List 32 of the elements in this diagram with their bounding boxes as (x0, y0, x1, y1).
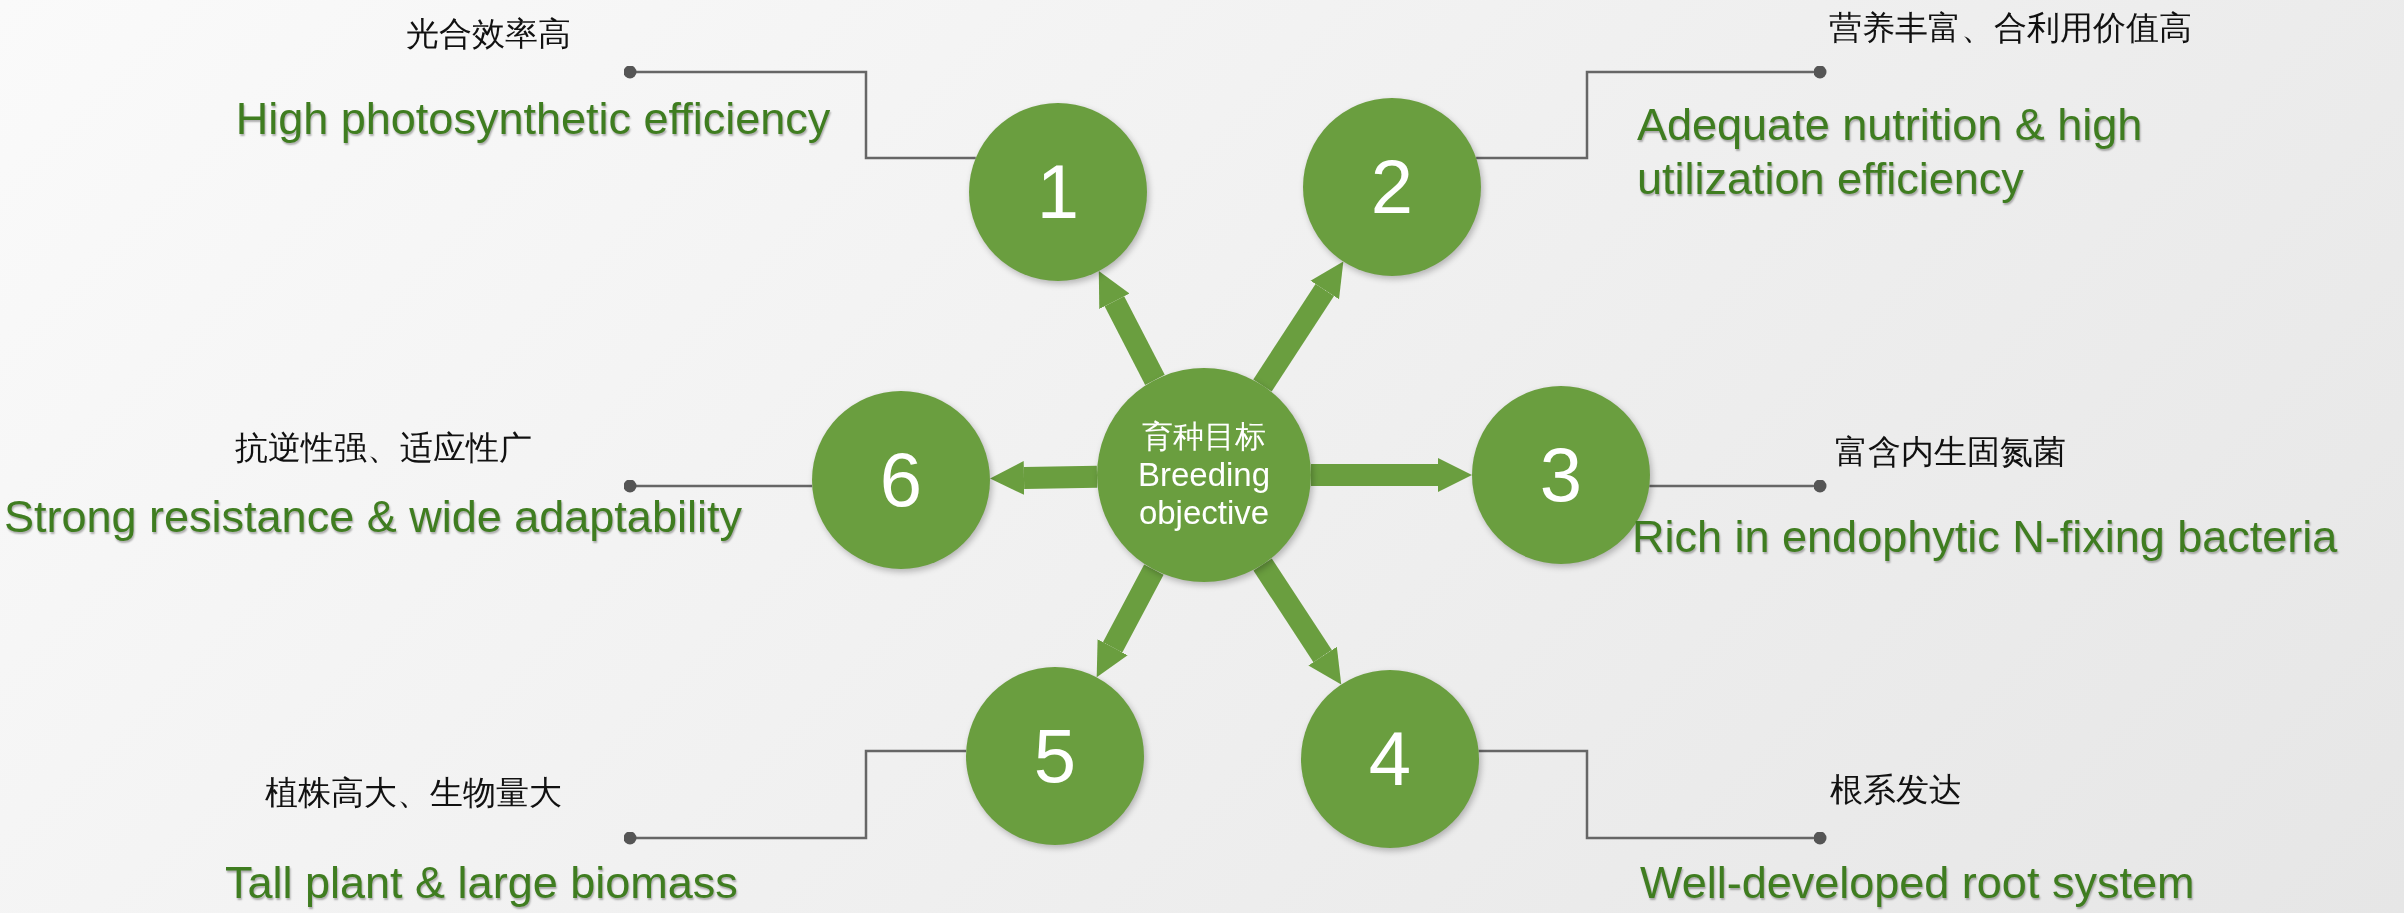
number-label: 2 (1370, 149, 1414, 225)
english-label: Adequate nutrition & high utilization efficiency (1637, 98, 2144, 206)
chinese-title: 育种目标 (1142, 418, 1266, 456)
number-label: 1 (1036, 154, 1080, 230)
english-label: Well-developed root system (1640, 856, 2196, 910)
block-arrow (1096, 564, 1164, 678)
chinese-label: 根系发达 (1830, 770, 1963, 810)
number-label: 5 (1033, 718, 1077, 794)
block-arrow (990, 460, 1098, 495)
chinese-label: 抗逆性强、适应性广 (235, 428, 533, 468)
chinese-label: 植株高大、生物量大 (265, 773, 563, 813)
leader-line (1476, 65, 1827, 160)
chinese-label: 富含内生固氮菌 (1835, 432, 2067, 472)
block-arrow (1253, 261, 1344, 392)
block-arrow (1098, 271, 1165, 385)
number-label: 4 (1368, 721, 1412, 797)
block-arrow (1311, 458, 1472, 492)
number-label: 3 (1539, 437, 1583, 513)
chinese-label: 光合效率高 (404, 14, 572, 54)
chinese-label: 营养丰富、合利用价值高 (1829, 8, 2193, 48)
leader-line (623, 65, 976, 160)
english-label: Rich in endophytic N-fixing bacteria (1632, 510, 2339, 564)
english-label: Tall plant & large biomass (225, 856, 739, 910)
leader-line (623, 479, 813, 493)
leader-line (1649, 479, 1827, 493)
english-label: Strong resistance & wide adaptability (4, 490, 743, 544)
english-label: High photosynthetic efficiency (234, 92, 832, 146)
leader-line (623, 749, 967, 845)
block-arrow (1253, 558, 1342, 685)
english-title: Breeding objective (1136, 455, 1272, 532)
number-label: 6 (879, 442, 923, 518)
leader-line (1478, 749, 1827, 845)
